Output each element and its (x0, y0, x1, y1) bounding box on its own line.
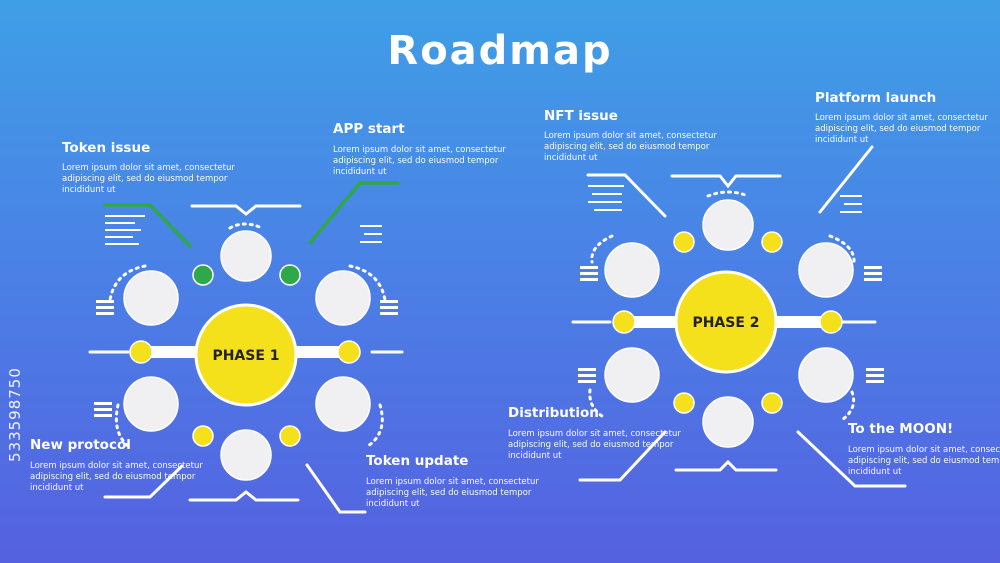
phase2-node-upper-right (798, 242, 854, 298)
phase1-item-token-issue-desc: Lorem ipsum dolor sit amet, consectetur … (62, 163, 235, 195)
phase2-yellow-dot-bottom-left (673, 392, 695, 414)
phase2-axis-dot-left (612, 310, 636, 334)
phase1-green-dot-left (192, 264, 214, 286)
phase1-item-token-update-desc: Lorem ipsum dolor sit amet, consectetur … (366, 477, 539, 509)
phase1-axis-bar-right (282, 346, 350, 358)
phase1-axis-dot-left (129, 340, 153, 364)
page-title: Roadmap (387, 28, 613, 74)
phase2-item-platform-launch-desc: Lorem ipsum dolor sit amet, consectetur … (815, 113, 988, 145)
phase1-dash-blocks (94, 215, 398, 417)
phase1-item-token-update-label: Token update (366, 453, 469, 469)
watermark-id: 533598750 (6, 367, 24, 463)
phase2-item-to-the-moon-label: To the MOON! (848, 421, 954, 437)
phase2-item-nft-issue-desc: Lorem ipsum dolor sit amet, consectetur … (544, 131, 717, 163)
phase2-dash-blocks (578, 185, 884, 383)
phase2-item-distribution-desc: Lorem ipsum dolor sit amet, consectetur … (508, 429, 681, 461)
phase1-axis-dot-right (337, 340, 361, 364)
phase1-item-app-start-label: APP start (333, 121, 405, 137)
phase1-node-lower-right (315, 376, 371, 432)
phase2-node-lower-right (798, 347, 854, 403)
phase1-node-lower-left (123, 376, 179, 432)
phase2-yellow-dot-top-right (761, 231, 783, 253)
phase2-axis-dot-right (819, 310, 843, 334)
phase1-connectors (88, 204, 404, 514)
phase2-node-bottom (702, 396, 754, 448)
phase2-item-distribution-label: Distribution (508, 405, 599, 421)
phase1-node-top (220, 230, 272, 282)
phase1-item-app-start-desc: Lorem ipsum dolor sit amet, consectetur … (333, 145, 506, 177)
phase1-center-circle (194, 303, 298, 407)
phase1-yellow-dot-left (192, 425, 214, 447)
phase1-node-upper-left (123, 270, 179, 326)
phase2-item-to-the-moon-desc: Lorem ipsum dolor sit amet, consectetur … (848, 445, 1000, 477)
phase2-yellow-dot-top-left (673, 231, 695, 253)
phase2-group: PHASE 2 (571, 145, 907, 488)
phase2-dotted-arcs (588, 190, 856, 422)
phase1-dotted-arcs (108, 222, 387, 448)
phase1-axis-bar-left (140, 346, 208, 358)
phase1-nodes (123, 230, 371, 481)
phase2-connectors (571, 145, 907, 488)
phase1-yellow-dot-right (279, 425, 301, 447)
phase2-item-platform-launch-label: Platform launch (815, 90, 937, 106)
phase2-node-upper-left (604, 242, 660, 298)
phase2-yellow-dot-bottom-right (761, 392, 783, 414)
phase1-node-upper-right (315, 270, 371, 326)
phase1-green-connectors (103, 181, 400, 248)
phase2-item-nft-issue-label: NFT issue (544, 108, 618, 124)
phase1-node-bottom (220, 429, 272, 481)
phase2-node-top (702, 199, 754, 251)
phase2-center-label: PHASE 2 (692, 315, 759, 331)
phase1-item-token-issue-label: Token issue (62, 140, 151, 156)
phase2-node-lower-left (604, 347, 660, 403)
phase1-item-new-protocol-desc: Lorem ipsum dolor sit amet, consectetur … (30, 461, 203, 493)
phase2-nodes (604, 199, 854, 448)
phase2-center-circle (674, 270, 778, 374)
phase1-item-new-protocol-label: New protocol (30, 437, 131, 453)
phase1-group: PHASE 1 (88, 181, 404, 514)
phase2-axis-bar-right (764, 316, 832, 328)
phase1-green-dot-right (279, 264, 301, 286)
phase1-center-label: PHASE 1 (212, 348, 279, 364)
